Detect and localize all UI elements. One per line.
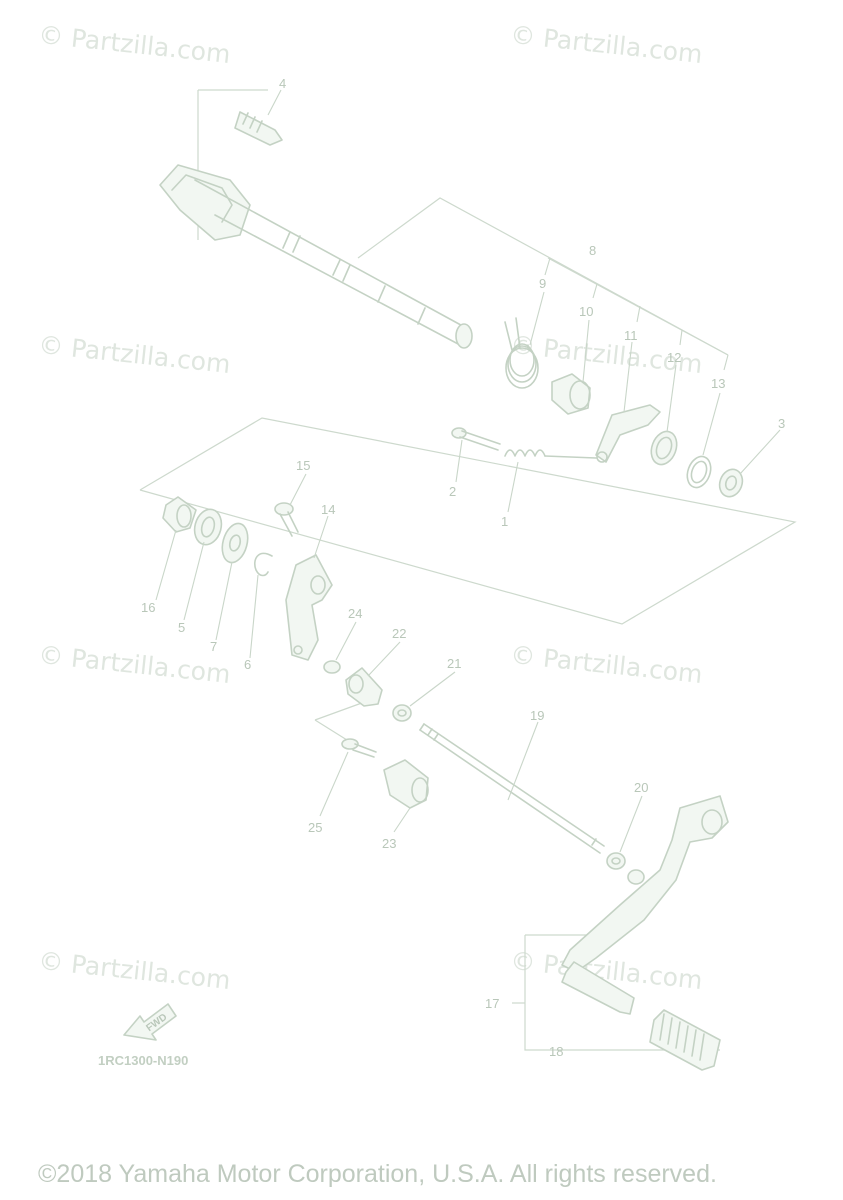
callout-number: 18 [549, 1044, 563, 1059]
diagram-code: 1RC1300-N190 [98, 1053, 189, 1068]
callout-number: 15 [296, 458, 310, 473]
callout-number: 24 [348, 606, 362, 621]
bolt-part-15 [274, 502, 299, 537]
leader-line [183, 541, 205, 621]
bolt-part-2 [451, 427, 501, 451]
collar-part-10 [551, 373, 591, 415]
bolt-part-25 [341, 738, 377, 758]
circlip-part-13 [686, 455, 712, 489]
leader-line [623, 341, 633, 413]
leader-line [215, 561, 233, 641]
leader-line [335, 621, 357, 661]
leader-line [739, 429, 781, 475]
callout-number: 8 [589, 243, 596, 258]
leader-line [367, 641, 401, 677]
washer-part-7 [221, 522, 249, 564]
callout-number: 2 [449, 484, 456, 499]
nut-part-21 [392, 704, 412, 722]
washer-part-12 [650, 430, 678, 466]
leader-line [544, 257, 551, 276]
circlip-part-6 [254, 552, 273, 577]
nut-part-24 [323, 660, 341, 674]
callout-number: 11 [624, 328, 638, 343]
bracket-line [524, 935, 720, 1051]
spring-part-9 [504, 317, 539, 389]
leader-line [249, 574, 259, 659]
callout-number: 21 [447, 656, 461, 671]
leader-line [289, 473, 307, 506]
callout-number: 23 [382, 836, 396, 851]
callout-number: 22 [392, 626, 406, 641]
leader-line [679, 329, 683, 346]
leader-line [409, 671, 456, 707]
leader-line [636, 305, 641, 323]
callout-number: 14 [321, 502, 335, 517]
callout-number: 12 [667, 350, 681, 365]
washer-part-3 [718, 468, 744, 498]
shift-pedal-part-17 [561, 795, 729, 1015]
callout-number: 5 [178, 620, 185, 635]
callout-number: 13 [711, 376, 725, 391]
callout-number: 9 [539, 276, 546, 291]
joint-part-22 [345, 667, 383, 707]
leader-line [455, 439, 463, 483]
leader-line [507, 721, 539, 801]
bolt-part-4 [234, 111, 283, 146]
leader-line [267, 89, 282, 116]
arm-part-11 [595, 404, 661, 463]
nut-part-20 [606, 852, 626, 870]
callout-number: 6 [244, 657, 251, 672]
leader-line [702, 392, 721, 456]
callout-number: 1 [501, 514, 508, 529]
spring-part-1 [504, 449, 597, 459]
callout-number: 3 [778, 416, 785, 431]
shift-arm-part-14 [285, 554, 333, 661]
callout-number: 25 [308, 820, 322, 835]
leader-line [723, 354, 729, 371]
pedal-rubber-part-18 [649, 1009, 721, 1071]
leader-line [582, 319, 590, 383]
shift-shaft [159, 164, 473, 349]
copyright-notice: ©2018 Yamaha Motor Corporation, U.S.A. A… [38, 1160, 717, 1188]
callout-number: 7 [210, 639, 217, 654]
callout-number: 10 [579, 304, 593, 319]
leader-line [393, 807, 411, 833]
callout-number: 20 [634, 780, 648, 795]
leader-line [155, 529, 177, 601]
callout-number: 16 [141, 600, 155, 615]
callout-number: 19 [530, 708, 544, 723]
cover-part-23 [383, 759, 429, 809]
leader-line [619, 795, 643, 853]
bracket-line [139, 417, 797, 625]
leader-line [529, 291, 545, 346]
callout-number: 4 [279, 76, 286, 91]
leader-line [666, 364, 677, 433]
leader-line [507, 461, 519, 513]
leader-line [313, 515, 329, 559]
leader-line [319, 751, 349, 817]
bracket-line [547, 257, 729, 356]
forward-arrow-icon: FWD [123, 1003, 177, 1041]
callout-number: 17 [485, 996, 499, 1011]
bearing-part-16 [162, 496, 197, 533]
leader-line [592, 283, 598, 299]
